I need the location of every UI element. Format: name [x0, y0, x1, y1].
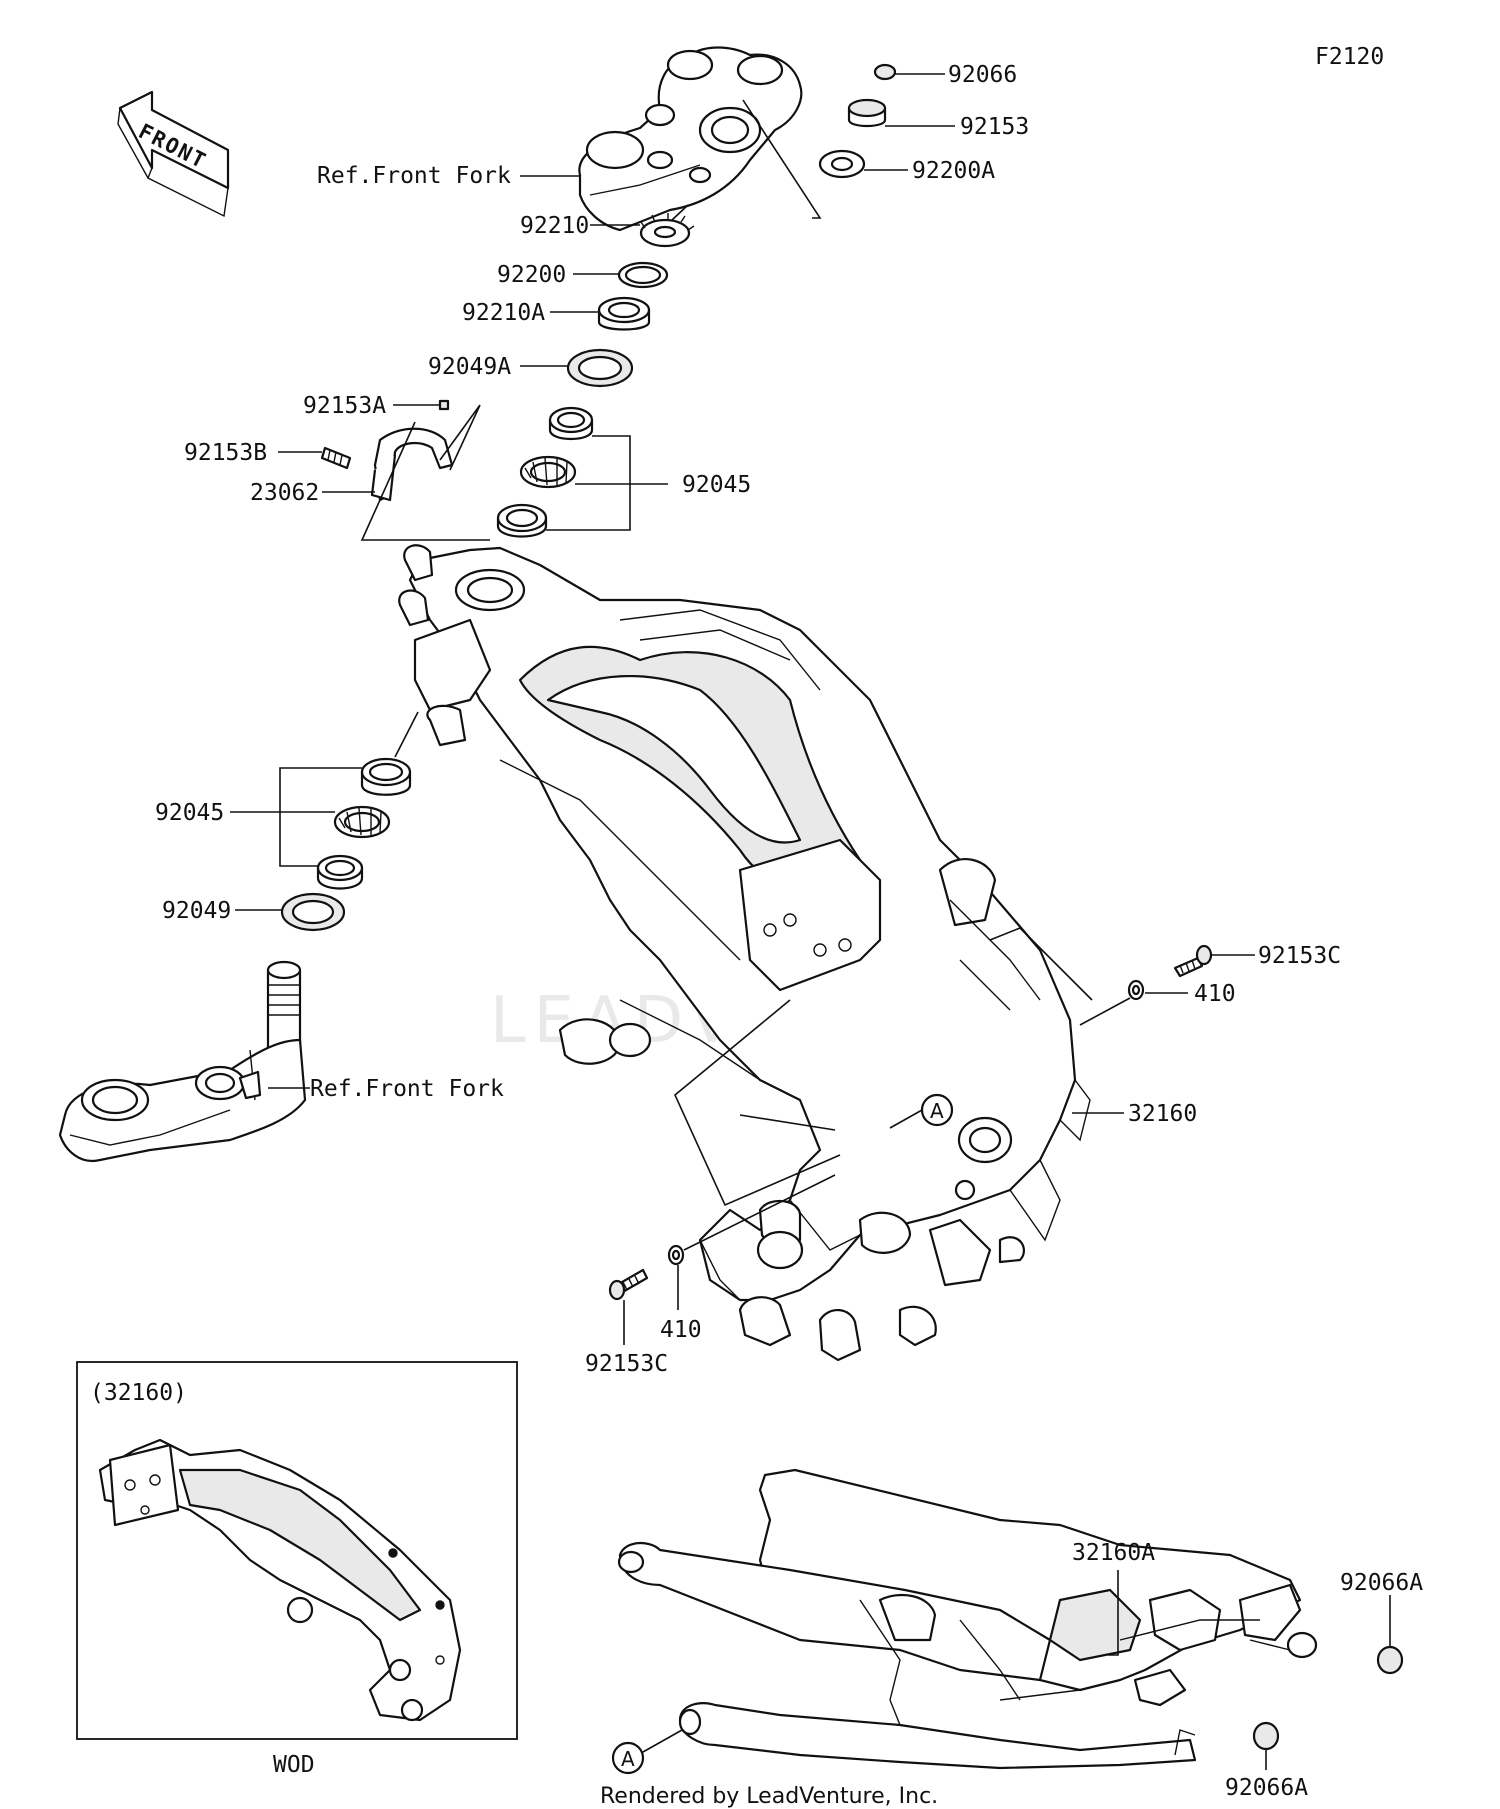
front-arrow-icon: FRONT — [117, 90, 230, 218]
part-92153a-bolt — [438, 399, 450, 411]
ref-front-fork-upper: Ref.Front Fork — [317, 163, 511, 189]
part-92153c-right-bolt — [1173, 944, 1213, 978]
part-23062-label: 23062 — [250, 480, 319, 506]
footer-credit: Rendered by LeadVenture, Inc. — [600, 1784, 938, 1809]
part-92153a-label: 92153A — [303, 393, 386, 419]
part-410-right-washer — [1127, 979, 1145, 1001]
inset-caption: WOD — [273, 1752, 315, 1778]
part-92200a-label: 92200A — [912, 158, 995, 184]
part-92200a-washer — [818, 149, 866, 179]
part-92153b-label: 92153B — [184, 440, 267, 466]
upper-triple-clamp — [578, 46, 803, 232]
part-92153c-bottom-label: 92153C — [585, 1351, 668, 1377]
part-410-bottom-washer — [667, 1244, 685, 1266]
callout-a-subframe: A — [611, 1741, 645, 1775]
part-92045-upper-label: 92045 — [682, 472, 751, 498]
part-92066-cap — [873, 63, 897, 81]
part-92066-label: 92066 — [948, 62, 1017, 88]
ref-front-fork-lower: Ref.Front Fork — [310, 1076, 504, 1102]
main-frame-32160 — [398, 544, 1091, 1362]
part-92210-nut — [639, 213, 695, 248]
part-92045-lower-bearing — [333, 805, 391, 839]
svg-text:A: A — [930, 1099, 944, 1123]
inset-panel-wod: (32160) — [76, 1361, 518, 1740]
part-92210a-label: 92210A — [462, 300, 545, 326]
part-92200-washer — [617, 261, 669, 289]
part-92066a-upper-label: 92066A — [1340, 1570, 1423, 1596]
part-92049-seal — [280, 892, 346, 932]
inset-title: (32160) — [90, 1380, 187, 1406]
diagram-code: F2120 — [1315, 44, 1384, 70]
part-92045-upper-race-bottom — [496, 503, 548, 538]
part-410-bottom-label: 410 — [660, 1317, 702, 1343]
subframe-32160a — [617, 1468, 1318, 1770]
part-92066a-upper-plug — [1376, 1645, 1404, 1675]
part-92045-lower-race-bottom — [316, 854, 364, 890]
svg-text:A: A — [621, 1747, 635, 1771]
part-92045-upper-race-top — [548, 406, 594, 440]
part-92153-nut — [847, 98, 887, 128]
callout-a-main: A — [920, 1093, 954, 1127]
part-32160a-label: 32160A — [1072, 1540, 1155, 1566]
part-410-right-label: 410 — [1194, 981, 1236, 1007]
part-92066a-lower-label: 92066A — [1225, 1775, 1308, 1801]
part-92153c-bottom-bolt — [608, 1268, 649, 1301]
part-92153b-bolt — [320, 446, 352, 470]
part-92045-lower-label: 92045 — [155, 800, 224, 826]
part-92153-label: 92153 — [960, 114, 1029, 140]
lower-triple-clamp — [58, 960, 307, 1163]
part-92210-label: 92210 — [520, 213, 589, 239]
part-92045-upper-bearing — [519, 455, 577, 489]
part-92066a-lower-plug — [1252, 1721, 1280, 1751]
part-92153c-right-label: 92153C — [1258, 943, 1341, 969]
part-92049a-seal — [566, 348, 634, 388]
part-92045-lower-race-top — [360, 757, 412, 796]
part-92049-label: 92049 — [162, 898, 231, 924]
part-92049a-label: 92049A — [428, 354, 511, 380]
part-92200-label: 92200 — [497, 262, 566, 288]
part-92210a-nut — [597, 296, 651, 331]
part-32160-label: 32160 — [1128, 1101, 1197, 1127]
